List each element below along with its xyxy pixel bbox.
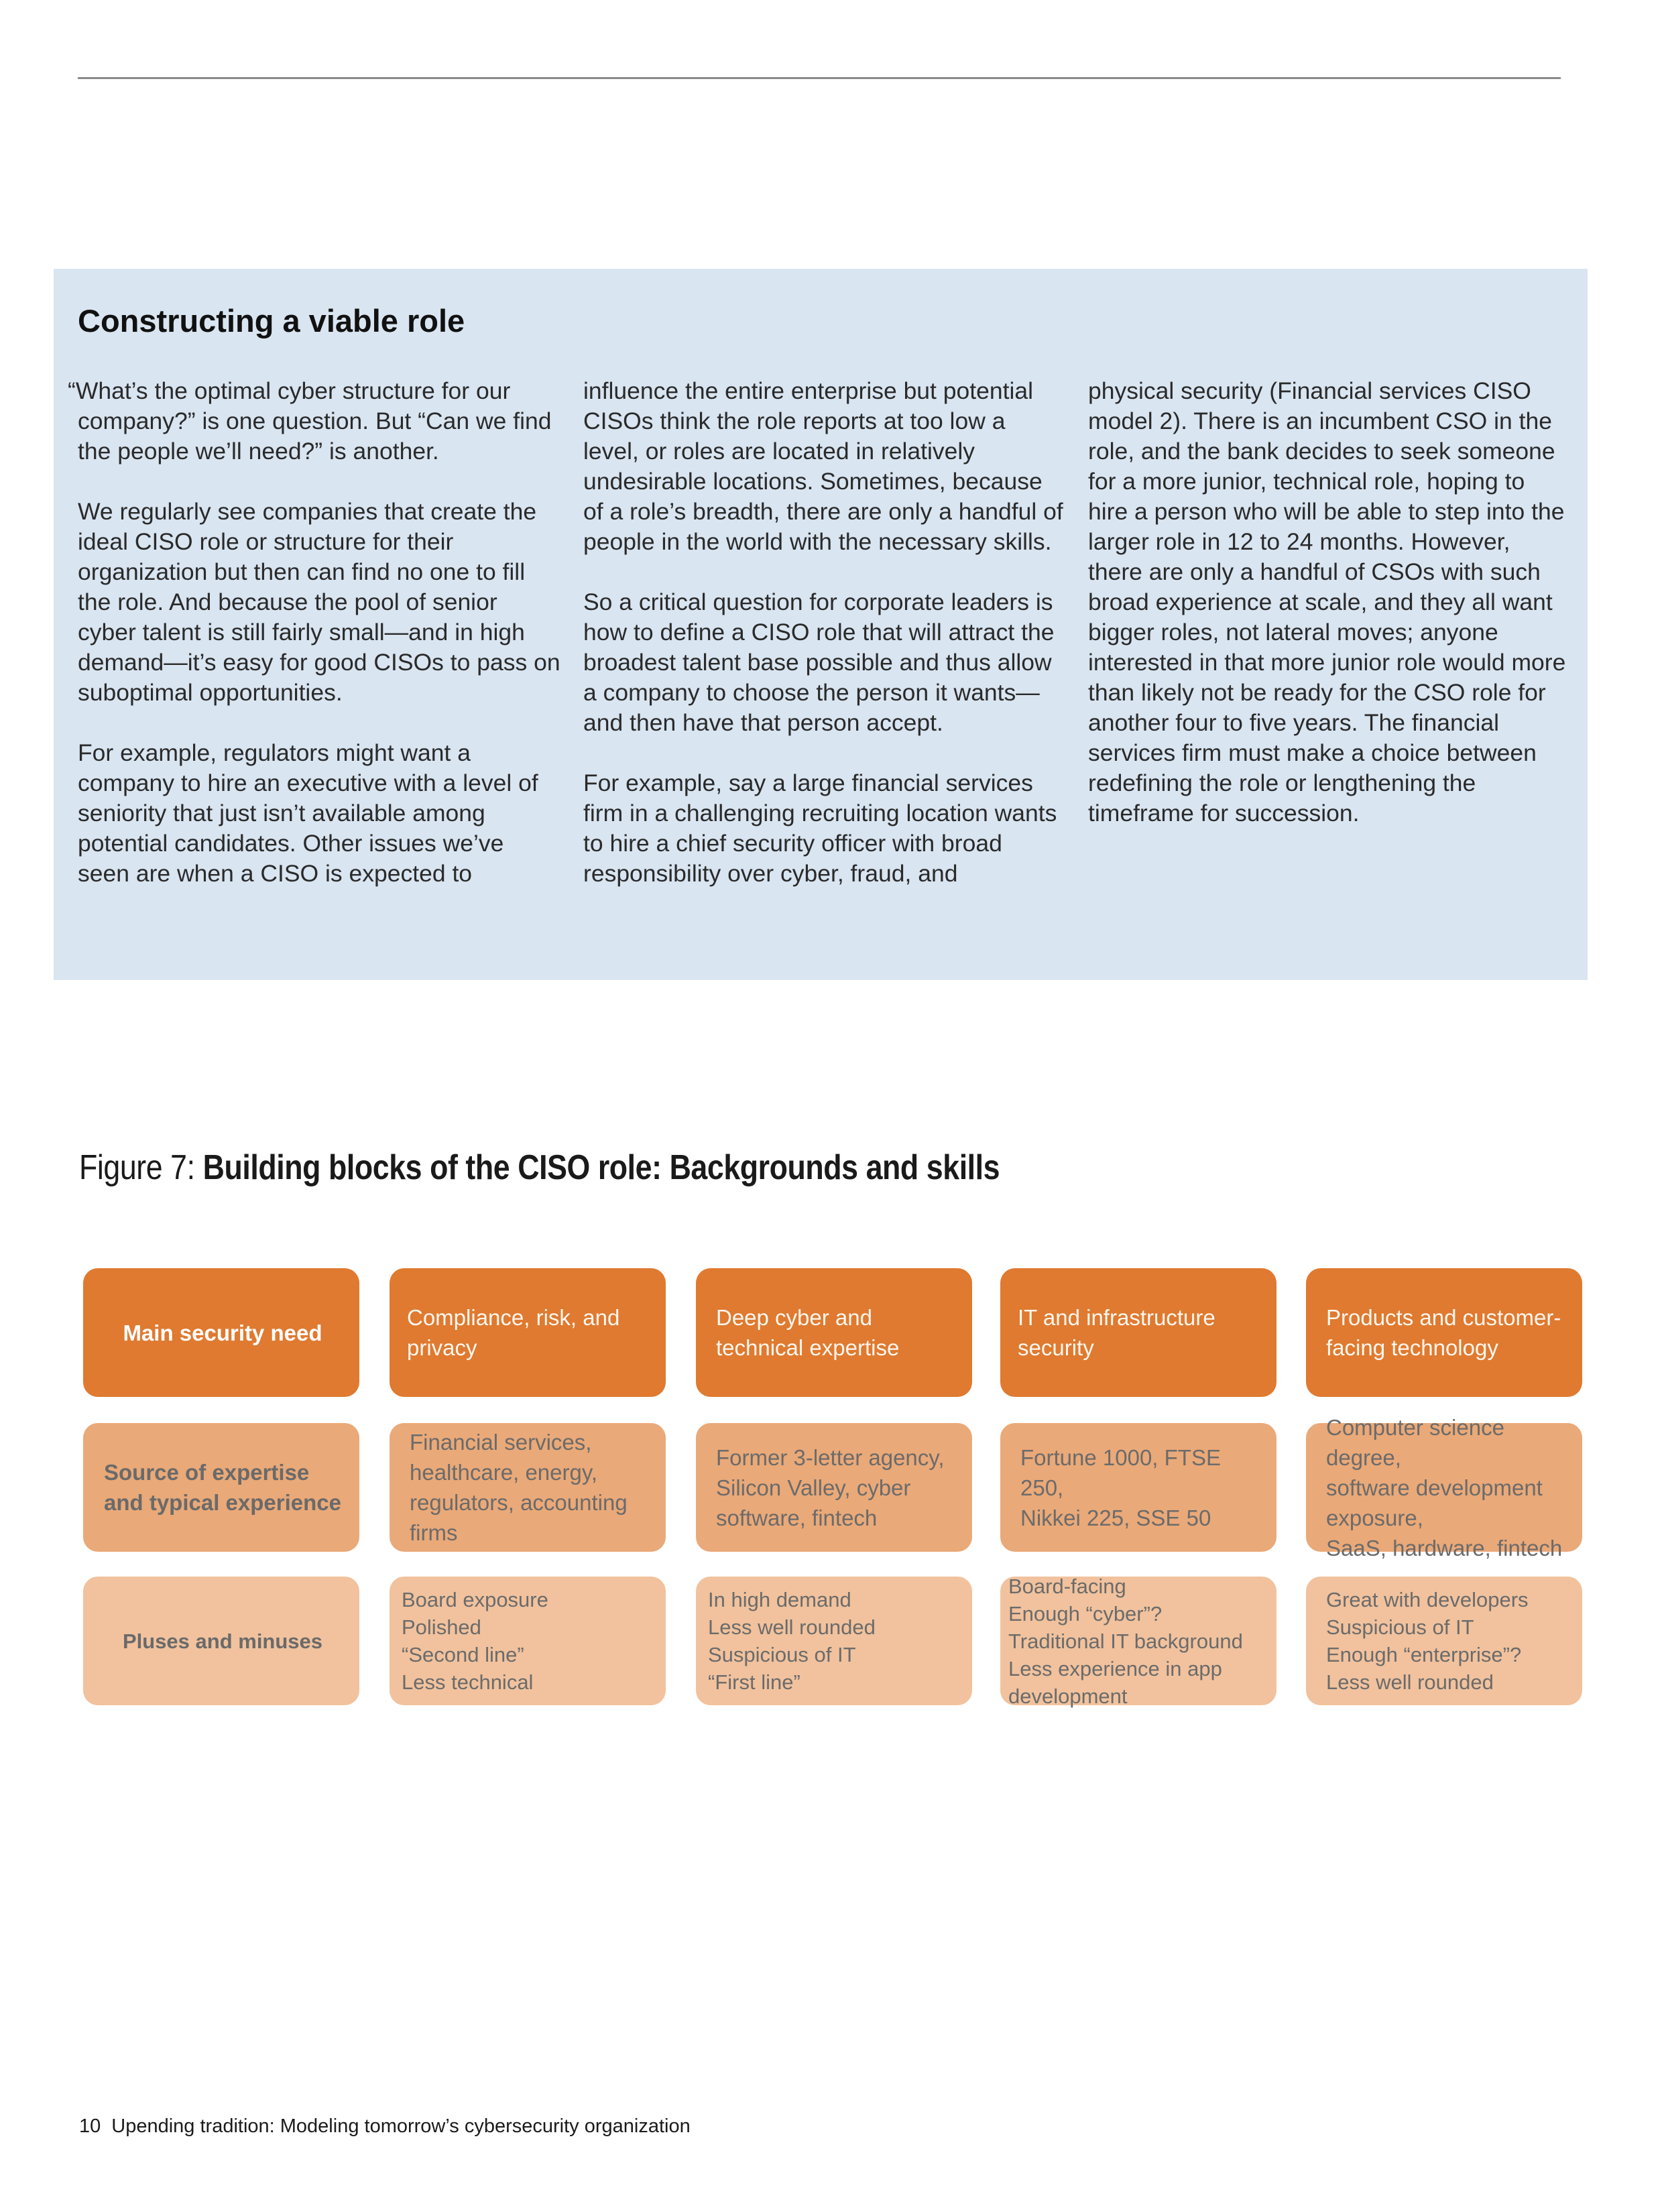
grid-cell: Board-facing Enough “cyber”? Traditional…: [1000, 1575, 1276, 1708]
sidebar-paragraph: We regularly see companies that create t…: [78, 498, 560, 706]
sidebar-paragraph: influence the entire enterprise but pote…: [583, 377, 1063, 555]
top-divider: [78, 77, 1561, 79]
grid-cell: Board exposure Polished “Second line” Le…: [390, 1577, 666, 1705]
sidebar-paragraph: For example, say a large financial servi…: [583, 770, 1057, 887]
sidebar-paragraph: “What’s the optimal cyber structure for …: [68, 377, 552, 465]
row-header-pluses-and-minuses: Pluses and minuses: [83, 1577, 359, 1705]
grid-cell: IT and infrastructure security: [1000, 1268, 1276, 1397]
grid-cell: In high demand Less well rounded Suspici…: [696, 1577, 972, 1705]
page-number: 10: [79, 2115, 101, 2137]
grid-cell: Deep cyber and technical expertise: [696, 1268, 972, 1397]
sidebar-paragraph: For example, regulators might want a com…: [78, 739, 538, 887]
sidebar-paragraph: physical security (Financial services CI…: [1088, 377, 1566, 826]
grid-row-source-of-expertise: Source of expertise and typical experien…: [83, 1415, 1582, 1560]
footer-text: Upending tradition: Modeling tomorrow’s …: [111, 2115, 691, 2137]
grid-cell: Compliance, risk, and privacy: [390, 1268, 666, 1397]
grid-row-pluses-and-minuses: Pluses and minuses Board exposure Polish…: [83, 1575, 1582, 1708]
grid-cell: Former 3-letter agency, Silicon Valley, …: [696, 1423, 972, 1552]
row-header-main-security-need: Main security need: [83, 1268, 359, 1397]
sidebar-box: Constructing a viable role “What’s the o…: [54, 269, 1588, 980]
grid-cell: Computer science degree, software develo…: [1306, 1415, 1582, 1560]
figure-label: Figure 7:: [79, 1148, 203, 1187]
figure-caption: Figure 7: Building blocks of the CISO ro…: [79, 1148, 1000, 1188]
grid-cell: Fortune 1000, FTSE 250, Nikkei 225, SSE …: [1000, 1423, 1276, 1552]
grid-cell: Financial services, healthcare, energy, …: [390, 1423, 666, 1552]
sidebar-title: Constructing a viable role: [78, 303, 465, 339]
sidebar-column-1: “What’s the optimal cyber structure for …: [68, 376, 560, 919]
sidebar-paragraph: So a critical question for corporate lea…: [583, 589, 1055, 736]
sidebar-column-3: physical security (Financial services CI…: [1088, 376, 1571, 859]
page-footer: 10 Upending tradition: Modeling tomorrow’…: [79, 2115, 691, 2138]
grid-row-main-security-need: Main security need Compliance, risk, and…: [83, 1268, 1582, 1397]
grid-cell: Products and customer- facing technology: [1306, 1268, 1582, 1397]
figure-title: Building blocks of the CISO role: Backgr…: [202, 1148, 1000, 1187]
grid-cell: Great with developers Suspicious of IT E…: [1306, 1577, 1582, 1705]
sidebar-column-2: influence the entire enterprise but pote…: [583, 376, 1066, 919]
row-header-source-of-expertise: Source of expertise and typical experien…: [83, 1423, 359, 1552]
